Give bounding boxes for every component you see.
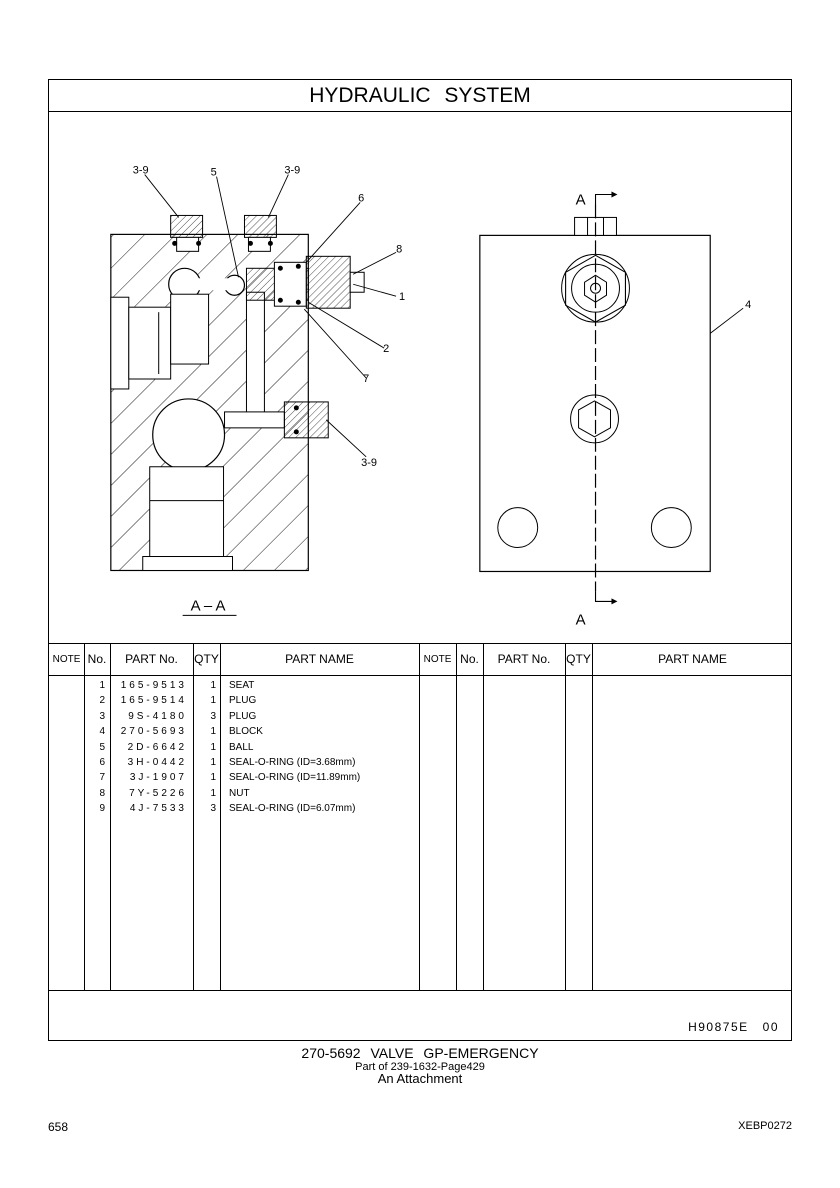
row-qty: 1 [210, 787, 216, 799]
row-no: 9 [99, 803, 105, 815]
row-part-no: 2D-6642 [127, 741, 187, 753]
section-view [110, 214, 365, 572]
row-part-name: BLOCK [229, 726, 263, 738]
table-row: 2 165-9514 1 PLUG [49, 693, 419, 708]
row-qty: 1 [210, 757, 216, 768]
caption-part-of: Part of 239-1632-Page429 [355, 1061, 485, 1073]
callout-1: 1 [399, 291, 405, 303]
page-number: 658 [48, 1120, 69, 1134]
table-row: 7 3J-1907 1 SEAL-O-RING (ID=11.89mm) [49, 770, 419, 785]
row-part-name: PLUG [229, 710, 257, 722]
header-part-no-left: PART No. [125, 652, 178, 666]
table-row: 1 165-9513 1 SEAT [49, 678, 419, 693]
section-mark-top: A [576, 191, 586, 208]
drawing-code: H90875E 00 [674, 1020, 779, 1034]
row-part-no: 165-9514 [120, 695, 187, 707]
header-part-name-right: PART NAME [658, 652, 727, 666]
table-row: 6 3H-0442 1 SEAL-O-RING (ID=3.68mm) [49, 755, 419, 770]
callout-8: 8 [396, 243, 402, 255]
header-part-name-left: PART NAME [285, 652, 354, 666]
callout-6: 6 [358, 192, 364, 204]
caption-title: 270-5692 VALVE GP-EMERGENCY [301, 1045, 539, 1061]
row-qty: 1 [210, 741, 216, 753]
drawing-revision: 00 [762, 1020, 779, 1034]
row-qty: 1 [210, 772, 216, 784]
row-no: 3 [99, 710, 105, 722]
row-part-no: 9S-4180 [128, 710, 187, 722]
row-part-name: BALL [229, 741, 254, 753]
hydraulic-drawing: 3-9 5 3-9 6 8 1 2 7 3-9 4 A – A [110, 165, 751, 628]
header-qty-left: QTY [194, 652, 219, 666]
document-code: XEBP0272 [738, 1120, 792, 1132]
caption-attachment: An Attachment [377, 1071, 463, 1086]
callout-4: 4 [745, 299, 751, 311]
table-row: 9 4J-7533 3 SEAL-O-RING (ID=6.07mm) [49, 801, 419, 816]
row-part-name: SEAL-O-RING (ID=11.89mm) [229, 772, 361, 784]
callout-3-9-top-left: 3-9 [133, 165, 149, 177]
row-qty: 3 [210, 803, 216, 815]
row-no: 7 [99, 772, 105, 784]
row-qty: 1 [210, 726, 216, 738]
page-title: HYDRAULIC SYSTEM [49, 80, 791, 112]
header-qty-right: QTY [566, 652, 591, 666]
header-no-right: No. [460, 652, 479, 666]
row-part-no: 165-9513 [120, 680, 187, 691]
header-part-no-right: PART No. [497, 652, 551, 666]
callout-labels: 3-9 5 3-9 6 8 1 2 7 3-9 4 [133, 165, 751, 469]
header-note-right: NOTE [423, 654, 452, 665]
row-part-no: 3H-0442 [127, 757, 187, 768]
table-row: 8 7Y-5226 1 NUT [49, 786, 419, 801]
table-row: 4 270-5693 1 BLOCK [49, 724, 419, 739]
row-part-no: 270-5693 [120, 726, 187, 738]
row-part-no: 3J-1907 [129, 772, 187, 784]
row-qty: 3 [210, 710, 216, 722]
row-no: 6 [99, 757, 105, 768]
row-part-name: SEAL-O-RING (ID=3.68mm) [229, 757, 356, 768]
drawing-number: H90875E [688, 1020, 749, 1034]
row-no: 8 [99, 787, 105, 799]
header-note-left: NOTE [52, 654, 81, 665]
parts-table: NOTE No. PART No. QTY PART NAME NOTE No.… [49, 643, 791, 990]
callout-3-9-top-right: 3-9 [284, 165, 300, 177]
exterior-view: A A [479, 191, 711, 628]
row-part-no: 7Y-5226 [129, 787, 187, 799]
callout-3-9-bottom: 3-9 [361, 457, 377, 469]
table-row: 3 9S-4180 3 PLUG [49, 709, 419, 724]
row-part-name: PLUG [229, 695, 257, 707]
row-qty: 1 [210, 680, 216, 691]
table-row: 5 2D-6642 1 BALL [49, 740, 419, 755]
row-no: 5 [99, 741, 105, 753]
row-part-name: NUT [229, 787, 250, 799]
callout-7: 7 [363, 373, 369, 385]
row-part-name: SEAL-O-RING (ID=6.07mm) [229, 803, 356, 815]
callout-leaders [144, 174, 744, 458]
row-part-no: 4J-7533 [129, 803, 187, 815]
row-no: 2 [99, 695, 105, 707]
parts-sheet-frame: HYDRAULIC SYSTEM [48, 79, 792, 1041]
section-mark-bottom: A [576, 611, 586, 628]
callout-5: 5 [211, 167, 217, 179]
row-part-name: SEAT [229, 680, 255, 691]
row-no: 1 [99, 680, 105, 691]
row-qty: 1 [210, 695, 216, 707]
callout-2: 2 [383, 343, 389, 355]
row-no: 4 [99, 726, 105, 738]
header-no-left: No. [87, 652, 107, 666]
section-label: A – A [191, 597, 226, 614]
